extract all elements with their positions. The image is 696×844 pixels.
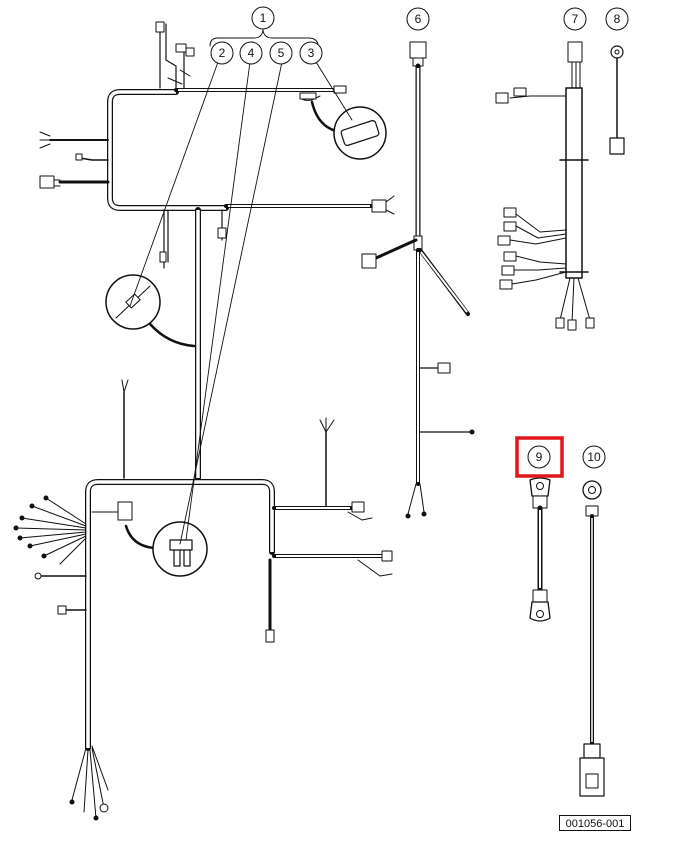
callout-label-10: 10	[587, 450, 601, 464]
callout-balloon-9: 9	[515, 436, 564, 478]
harness-item-7	[495, 41, 595, 331]
callout-balloon-8: 8	[605, 7, 629, 31]
harness-item-6	[361, 41, 475, 519]
callout-balloon-2: 2	[210, 41, 234, 65]
callout-label-8: 8	[614, 12, 621, 26]
callout-bracket	[209, 29, 319, 47]
callout-balloon-10: 10	[582, 445, 606, 469]
callout-label-7: 7	[572, 12, 579, 26]
diode-detail-inset	[105, 274, 196, 348]
callout-balloon-6: 6	[406, 7, 430, 31]
lead-item-8	[609, 45, 625, 155]
callout-balloon-5: 5	[269, 41, 293, 65]
callout-balloon-1: 1	[251, 6, 275, 30]
callout-label-9: 9	[536, 450, 543, 464]
callout-leader-lines	[129, 61, 353, 545]
cable-item-10	[579, 480, 605, 797]
callout-balloon-3: 3	[299, 41, 323, 65]
callout-label-6: 6	[415, 12, 422, 26]
callout-label-1: 1	[260, 11, 267, 25]
callout-label-2: 2	[219, 46, 226, 60]
figure-part-number: 001056-001	[559, 815, 631, 831]
highlight-box	[515, 436, 564, 478]
battery-cable-item-9	[529, 477, 551, 622]
callout-label-5: 5	[278, 46, 285, 60]
callout-label-4: 4	[248, 46, 255, 60]
blade-fuse-detail-inset	[124, 521, 208, 577]
callout-balloon-4: 4	[239, 41, 263, 65]
callout-label-3: 3	[308, 46, 315, 60]
callout-balloon-7: 7	[563, 7, 587, 31]
main-harness	[13, 21, 395, 821]
fuse-detail-inset	[310, 100, 387, 160]
